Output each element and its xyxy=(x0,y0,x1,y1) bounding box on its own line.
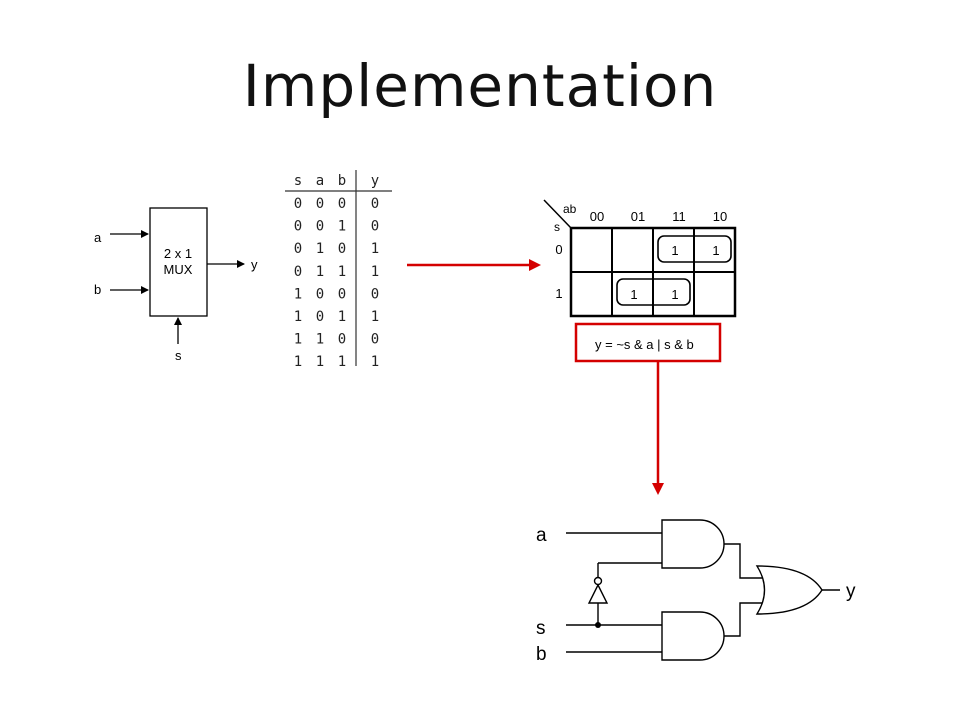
truth-table-cell: 0 xyxy=(338,196,346,212)
kmap-col-header: 11 xyxy=(672,209,686,224)
kmap-cell: 1 xyxy=(630,287,637,302)
truth-table-cell: 0 xyxy=(316,309,324,325)
or-gate xyxy=(755,565,823,615)
table-to-kmap-arrow-head xyxy=(529,259,541,271)
truth-table-cell: 0 xyxy=(338,332,346,348)
truth-table-cell: 0 xyxy=(294,241,302,257)
truth-table-header-a: a xyxy=(316,173,324,189)
truth-table-header-y: y xyxy=(371,173,379,189)
truth-table-cell: 0 xyxy=(294,219,302,235)
truth-table-cell: 1 xyxy=(338,309,346,325)
kmap-row-header: 1 xyxy=(555,286,562,301)
truth-table-cell: 1 xyxy=(316,264,324,280)
truth-table-header-s: s xyxy=(294,173,302,189)
truth-table-cell: 1 xyxy=(371,241,379,257)
kmap-group-loop-row0 xyxy=(657,235,732,263)
kmap-col-var: ab xyxy=(563,202,577,216)
truth-table-cell: 1 xyxy=(294,286,302,302)
truth-table-cell: 0 xyxy=(294,264,302,280)
truth-table-cell: 1 xyxy=(371,354,379,370)
mux-output-label: y xyxy=(251,257,258,272)
and-gate-bottom xyxy=(661,611,725,661)
circuit-input-s-label: s xyxy=(536,618,546,639)
mux-input-a-label: a xyxy=(94,230,102,245)
truth-table-cell: 0 xyxy=(316,219,324,235)
junction-dot xyxy=(595,622,601,628)
truth-table-cell: 1 xyxy=(316,332,324,348)
truth-table-cell: 0 xyxy=(316,286,324,302)
expression-frame xyxy=(574,322,722,363)
truth-table-header-b: b xyxy=(338,173,346,189)
gate-circuit xyxy=(566,519,840,661)
truth-table-cell: 0 xyxy=(338,241,346,257)
truth-table-cell: 1 xyxy=(338,219,346,235)
slide-title: Implementation xyxy=(242,52,718,120)
kmap-cell: 1 xyxy=(671,243,678,258)
truth-table-cell: 1 xyxy=(371,264,379,280)
truth-table-cell: 1 xyxy=(294,354,302,370)
circuit-output-label: y xyxy=(846,581,856,602)
not-gate xyxy=(587,583,609,604)
truth-table-cell: 1 xyxy=(294,332,302,348)
truth-table-cell: 0 xyxy=(316,196,324,212)
mux-label-line1: 2 x 1 xyxy=(164,246,192,261)
kmap-cell: 1 xyxy=(671,287,678,302)
truth-table-cell: 1 xyxy=(338,354,346,370)
kmap-col-header: 01 xyxy=(631,209,645,224)
kmap-col-header: 10 xyxy=(713,209,727,224)
wire-and1-to-or xyxy=(724,543,766,579)
expr-to-circuit-arrow-head xyxy=(652,483,664,495)
truth-table-cell: 1 xyxy=(294,309,302,325)
flow-arrows xyxy=(407,259,664,495)
kmap-group-loop-row1 xyxy=(616,278,691,306)
not-gate-bubble xyxy=(593,576,603,586)
mux-block: 2 x 1 MUX a b y s xyxy=(94,207,258,363)
kmap-row-var: s xyxy=(554,220,560,234)
truth-table-cell: 0 xyxy=(371,332,379,348)
kmap-cell: 1 xyxy=(712,243,719,258)
mux-label-line2: MUX xyxy=(164,262,193,277)
truth-table-cell: 0 xyxy=(371,219,379,235)
truth-table-cell: 0 xyxy=(338,286,346,302)
circuit-input-a-label: a xyxy=(536,525,547,546)
truth-table-cell: 0 xyxy=(294,196,302,212)
mux-input-b-label: b xyxy=(94,282,101,297)
truth-table-cell: 1 xyxy=(316,241,324,257)
truth-table-cell: 0 xyxy=(371,196,379,212)
truth-table-cell: 1 xyxy=(371,309,379,325)
truth-table-cell: 1 xyxy=(338,264,346,280)
circuit-input-b-label: b xyxy=(536,644,547,665)
wire-and2-to-or xyxy=(724,602,766,637)
kmap-corner-diagonal xyxy=(543,199,572,229)
mux-box xyxy=(149,207,208,317)
truth-table-cell: 1 xyxy=(316,354,324,370)
mux-select-label: s xyxy=(175,348,182,363)
kmap-col-header: 00 xyxy=(590,209,604,224)
kmap-row-header: 0 xyxy=(555,242,562,257)
truth-table-cell: 0 xyxy=(371,286,379,302)
circuit-labels: a s b y xyxy=(536,525,856,665)
expression-box: y = ~s & a | s & b xyxy=(574,322,722,363)
expression-text: y = ~s & a | s & b xyxy=(595,337,694,352)
and-gate-top xyxy=(661,519,725,569)
